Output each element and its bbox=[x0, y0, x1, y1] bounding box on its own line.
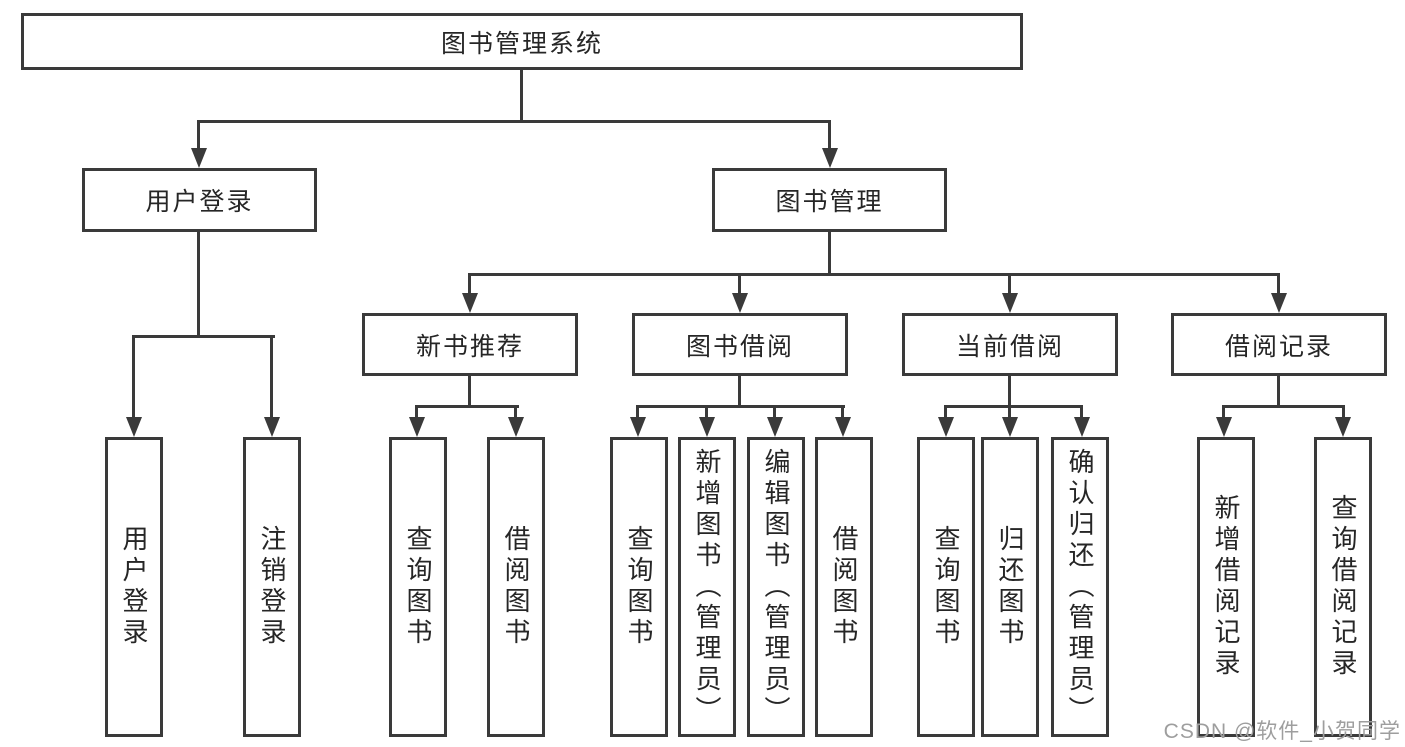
leaf-return-books: 归还图书 bbox=[981, 437, 1039, 737]
connector-line bbox=[1222, 405, 1345, 408]
connector-line bbox=[1222, 405, 1225, 419]
arrow-down-icon bbox=[462, 293, 478, 313]
leaf-confirm-return-admin: 确认归还（管理员） bbox=[1051, 437, 1109, 737]
node-book-borrowing: 图书借阅 bbox=[632, 313, 848, 376]
arrow-down-icon bbox=[1074, 417, 1090, 437]
connector-line bbox=[1008, 405, 1011, 419]
connector-line bbox=[197, 232, 200, 337]
arrow-down-icon bbox=[699, 417, 715, 437]
connector-line bbox=[636, 405, 639, 419]
connector-line bbox=[738, 376, 741, 408]
arrow-down-icon bbox=[938, 417, 954, 437]
arrow-down-icon bbox=[1271, 293, 1287, 313]
connector-line bbox=[944, 405, 947, 419]
node-label: 当前借阅 bbox=[955, 332, 1064, 361]
node-label: 借阅记录 bbox=[1224, 332, 1333, 361]
arrow-down-icon bbox=[409, 417, 425, 437]
connector-line bbox=[1008, 273, 1011, 297]
arrow-down-icon bbox=[767, 417, 783, 437]
arrow-down-icon bbox=[191, 148, 207, 168]
arrow-down-icon bbox=[1335, 417, 1351, 437]
leaf-query-books-recommend: 查询图书 bbox=[389, 437, 447, 737]
connector-line bbox=[468, 376, 471, 408]
node-current-borrowing: 当前借阅 bbox=[902, 313, 1118, 376]
arrow-down-icon bbox=[630, 417, 646, 437]
connector-line bbox=[1008, 376, 1011, 408]
leaf-user-login: 用户登录 bbox=[105, 437, 163, 737]
connector-line bbox=[841, 405, 844, 419]
csdn-watermark: CSDN @软件_小贺同学 bbox=[1163, 720, 1401, 743]
leaf-add-borrow-record: 新增借阅记录 bbox=[1197, 437, 1255, 737]
node-label: 新书推荐 bbox=[415, 332, 524, 361]
connector-line bbox=[415, 405, 519, 408]
arrow-down-icon bbox=[732, 293, 748, 313]
leaf-query-borrow-record: 查询借阅记录 bbox=[1314, 437, 1372, 737]
arrow-down-icon bbox=[126, 417, 142, 437]
connector-line bbox=[636, 405, 845, 408]
node-book-management: 图书管理 bbox=[712, 168, 947, 232]
connector-line bbox=[1342, 405, 1345, 419]
connector-line bbox=[828, 120, 831, 152]
connector-line bbox=[828, 232, 831, 275]
leaf-borrow-books-recommend: 借阅图书 bbox=[487, 437, 545, 737]
connector-line bbox=[270, 335, 273, 419]
node-user-login: 用户登录 bbox=[82, 168, 317, 232]
connector-line bbox=[415, 405, 418, 419]
connector-line bbox=[1277, 376, 1280, 408]
connector-line bbox=[773, 405, 776, 419]
leaf-edit-books-admin: 编辑图书（管理员） bbox=[747, 437, 805, 737]
arrow-down-icon bbox=[1002, 417, 1018, 437]
leaf-query-books-borrow: 查询图书 bbox=[610, 437, 668, 737]
leaf-borrow-books: 借阅图书 bbox=[815, 437, 873, 737]
node-label: 图书借阅 bbox=[685, 332, 794, 361]
node-label: 图书管理 bbox=[775, 188, 884, 216]
connector-line bbox=[944, 405, 1083, 408]
connector-line bbox=[520, 70, 523, 122]
connector-line bbox=[197, 120, 831, 123]
arrow-down-icon bbox=[822, 148, 838, 168]
leaf-logout: 注销登录 bbox=[243, 437, 301, 737]
arrow-down-icon bbox=[264, 417, 280, 437]
node-label: 图书管理系统 bbox=[440, 29, 603, 58]
node-new-book-recommendation: 新书推荐 bbox=[362, 313, 578, 376]
connector-line bbox=[738, 273, 741, 297]
arrow-down-icon bbox=[1216, 417, 1232, 437]
leaf-query-books-current: 查询图书 bbox=[917, 437, 975, 737]
connector-line bbox=[468, 273, 471, 297]
connector-line bbox=[197, 120, 200, 152]
node-label: 用户登录 bbox=[145, 188, 254, 216]
connector-line bbox=[468, 273, 1280, 276]
connector-line bbox=[514, 405, 517, 419]
connector-line bbox=[132, 335, 135, 419]
connector-line bbox=[1277, 273, 1280, 297]
arrow-down-icon bbox=[1002, 293, 1018, 313]
arrow-down-icon bbox=[835, 417, 851, 437]
leaf-add-books-admin: 新增图书（管理员） bbox=[678, 437, 736, 737]
node-library-management-system: 图书管理系统 bbox=[21, 13, 1023, 70]
node-borrowing-records: 借阅记录 bbox=[1171, 313, 1387, 376]
arrow-down-icon bbox=[508, 417, 524, 437]
connector-line bbox=[705, 405, 708, 419]
connector-line bbox=[132, 335, 275, 338]
connector-line bbox=[1080, 405, 1083, 419]
